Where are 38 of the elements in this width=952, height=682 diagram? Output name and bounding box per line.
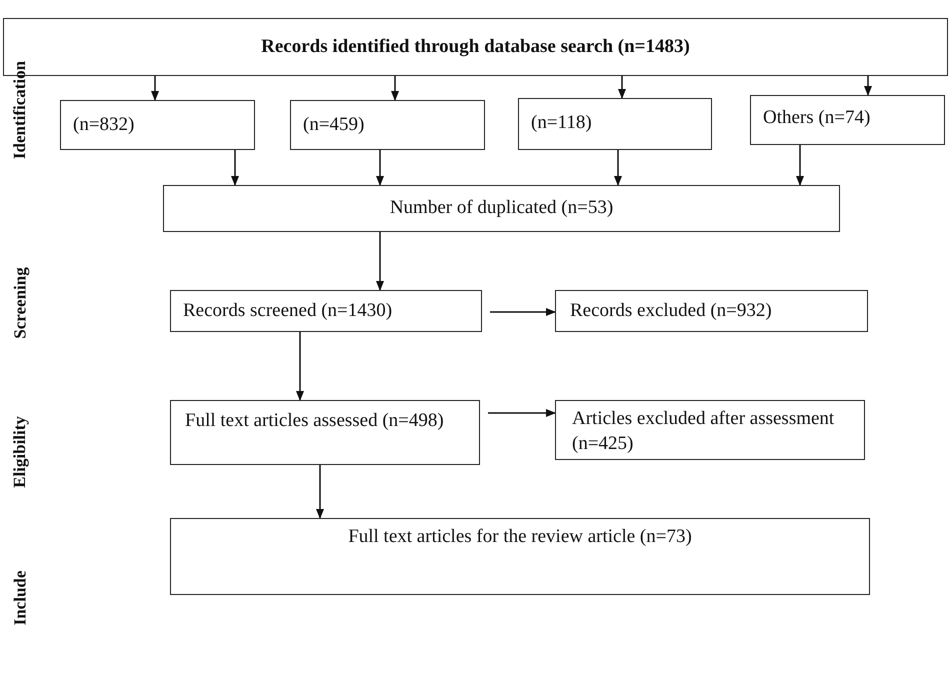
box-text: Others (n=74) xyxy=(763,106,872,130)
box-text: (n=459) xyxy=(303,113,366,137)
process-box xyxy=(60,100,255,150)
arrow xyxy=(296,332,304,401)
process-box xyxy=(290,100,485,150)
arrow xyxy=(316,465,324,519)
arrow xyxy=(376,232,384,291)
box-text: Records identified through database search (n=1483) xyxy=(260,35,691,59)
process-box xyxy=(170,290,482,332)
process-box xyxy=(555,290,868,332)
arrow xyxy=(864,76,872,96)
box-text: (n=832) xyxy=(73,113,136,137)
process-box xyxy=(555,400,865,460)
box-text: Number of duplicated (n=53) xyxy=(388,196,614,220)
stage-label: Include xyxy=(10,570,30,626)
process-box xyxy=(170,518,870,595)
arrow xyxy=(618,76,626,99)
arrow xyxy=(376,150,384,186)
arrow xyxy=(796,145,804,186)
box-text: Records screened (n=1430) xyxy=(183,299,394,323)
process-box xyxy=(170,400,480,465)
arrow xyxy=(231,150,239,186)
box-text: Full text articles for the review article (n=73) xyxy=(347,525,693,549)
arrow xyxy=(490,308,556,316)
process-box xyxy=(518,98,712,150)
stage-label: Screening xyxy=(10,267,30,339)
process-box xyxy=(750,95,945,145)
process-box xyxy=(163,185,840,232)
box-text: Articles excluded after assessment (n=425) xyxy=(572,407,836,456)
box-text: Records excluded (n=932) xyxy=(570,299,773,323)
stage-label: Eligibility xyxy=(10,416,30,488)
stage-label: Identification xyxy=(10,60,30,160)
arrow xyxy=(488,409,556,417)
box-text: (n=118) xyxy=(531,111,593,135)
arrow xyxy=(614,150,622,186)
arrow xyxy=(391,76,399,101)
arrow xyxy=(151,76,159,101)
box-text: Full text articles assessed (n=498) xyxy=(185,409,445,433)
